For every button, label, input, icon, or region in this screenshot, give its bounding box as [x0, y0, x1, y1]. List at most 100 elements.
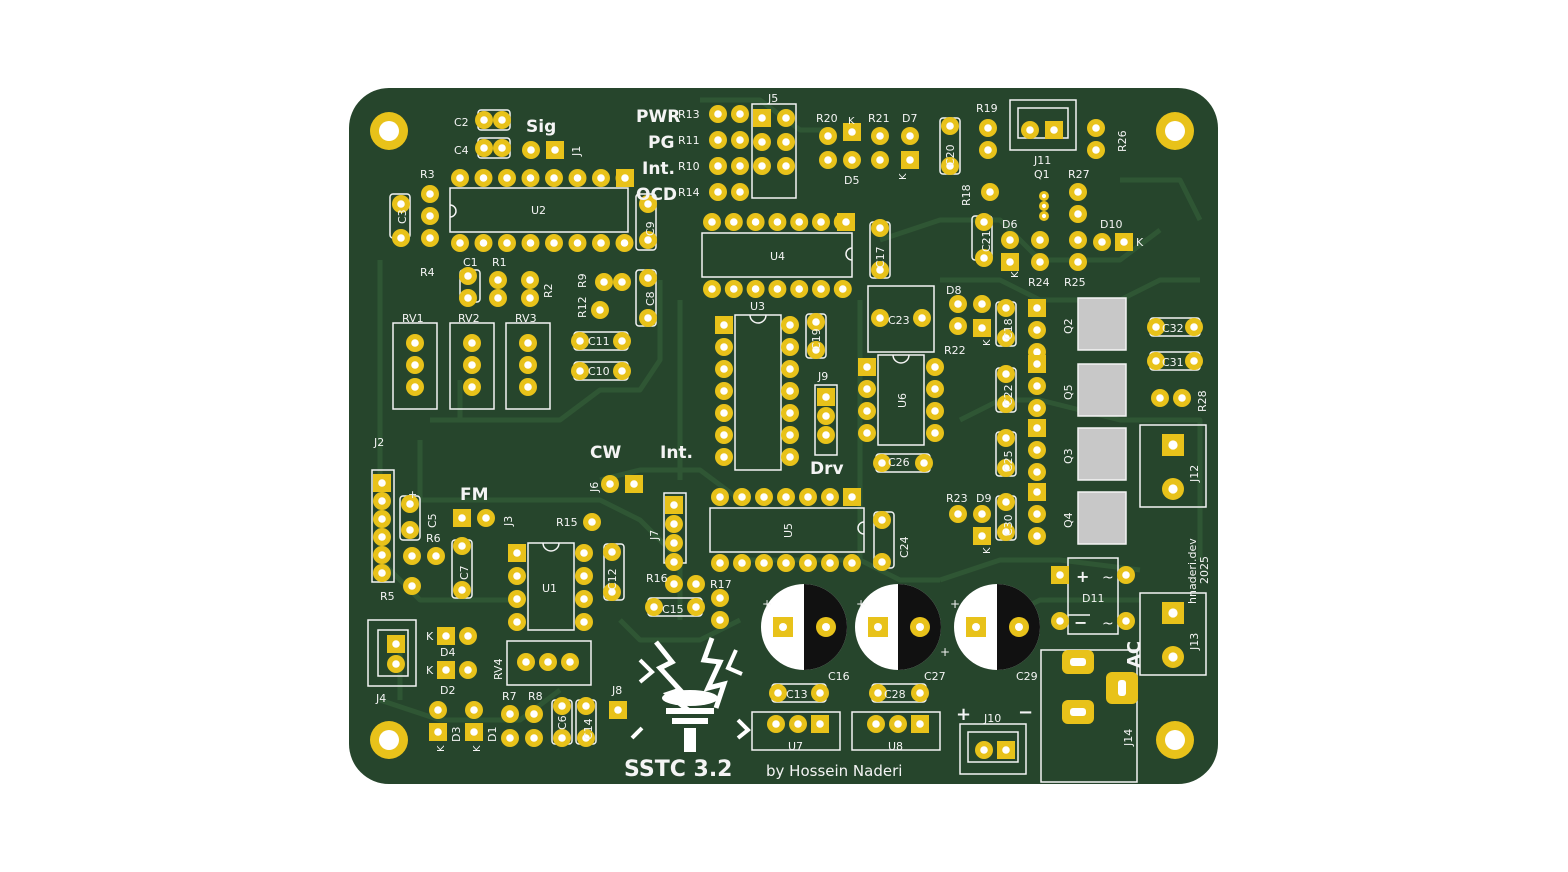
- pad: [901, 151, 919, 169]
- pad: [1147, 352, 1165, 370]
- pad: [1117, 566, 1135, 584]
- label-refs-r20: R20: [816, 112, 838, 125]
- pad: [997, 741, 1015, 759]
- pad: [1028, 527, 1046, 545]
- label-refs-u5: U5: [782, 523, 795, 538]
- pad: [613, 273, 631, 291]
- pad: [1162, 478, 1184, 500]
- pad: [639, 195, 657, 213]
- label-refs-j4: J4: [375, 692, 386, 705]
- pad: [577, 729, 595, 747]
- label-refs-c27: C27: [924, 670, 946, 683]
- label-labels-k: K: [426, 664, 434, 677]
- label-labels-k: K: [1136, 236, 1144, 249]
- pad: [926, 424, 944, 442]
- pad: [715, 360, 733, 378]
- label-refs-q3: Q3: [1062, 448, 1075, 464]
- pad: [837, 213, 855, 231]
- pad: [926, 402, 944, 420]
- pad: [781, 404, 799, 422]
- label-refs-d4: D4: [440, 646, 455, 659]
- label-refs-c20: C20: [944, 144, 957, 166]
- pad: [1021, 121, 1039, 139]
- label-refs-u6: U6: [896, 393, 909, 408]
- pad: [571, 332, 589, 350]
- pad: [789, 715, 807, 733]
- pad: [781, 382, 799, 400]
- label-refs-r16: R16: [646, 572, 668, 585]
- pad: [453, 537, 471, 555]
- pad: [429, 701, 447, 719]
- pad: [731, 131, 749, 149]
- pad: [665, 575, 683, 593]
- pad: [769, 684, 787, 702]
- pad: [575, 567, 593, 585]
- pad: [406, 356, 424, 374]
- pad: [401, 495, 419, 513]
- label-labels-minus: −: [1074, 613, 1087, 632]
- label-refs-u1: U1: [542, 582, 557, 595]
- pad: [553, 697, 571, 715]
- pad: [768, 213, 787, 231]
- pad: [639, 231, 657, 249]
- label-board-site: hnaderi.dev: [1186, 538, 1199, 604]
- label-refs-c8: C8: [644, 291, 657, 306]
- pad: [755, 488, 773, 506]
- pad: [521, 234, 540, 252]
- pad: [453, 581, 471, 599]
- pad: [777, 133, 795, 151]
- pad: [453, 509, 471, 527]
- label-refs-c17: C17: [874, 246, 887, 268]
- pad: [1093, 233, 1111, 251]
- pad: [474, 169, 493, 187]
- pad: [858, 358, 876, 376]
- pad: [613, 362, 631, 380]
- pad: [799, 488, 817, 506]
- label-labels-pwr: PWR: [636, 107, 680, 127]
- pad: [545, 234, 563, 252]
- label-refs-c12: C12: [606, 568, 619, 590]
- label-labels-int2: Int.: [660, 443, 693, 463]
- pad: [807, 313, 825, 331]
- pad: [561, 653, 579, 671]
- pad: [625, 475, 643, 493]
- pad: [489, 289, 507, 307]
- label-refs-rv2: RV2: [458, 312, 480, 325]
- pad: [941, 117, 959, 135]
- pad: [1162, 602, 1184, 624]
- pad: [392, 229, 410, 247]
- pad: [715, 426, 733, 444]
- label-refs-j9: J9: [817, 370, 828, 383]
- pad: [1028, 377, 1046, 395]
- pad: [1115, 233, 1133, 251]
- label-board-year: 2025: [1198, 556, 1211, 584]
- label-refs-u2: U2: [531, 204, 546, 217]
- pad: [709, 131, 727, 149]
- pad: [821, 554, 839, 572]
- label-refs-q4: Q4: [1062, 512, 1075, 528]
- pad: [387, 655, 405, 673]
- label-labels-plus: +: [1076, 567, 1089, 586]
- label-refs-d8: D8: [946, 284, 961, 297]
- pad: [811, 715, 829, 733]
- pad: [1028, 483, 1046, 501]
- pad: [451, 169, 469, 187]
- label-refs-j7: J7: [648, 530, 661, 541]
- pad: [711, 488, 729, 506]
- pad: [645, 598, 663, 616]
- pad: [603, 543, 621, 561]
- pad: [616, 169, 634, 187]
- pad: [869, 684, 887, 702]
- pad: [812, 213, 830, 231]
- label-refs-q2: Q2: [1062, 318, 1075, 334]
- pad: [592, 234, 610, 252]
- pad: [493, 139, 511, 157]
- pad: [665, 553, 683, 571]
- pad: [406, 334, 424, 352]
- pad: [489, 271, 507, 289]
- label-refs-c23: C23: [888, 314, 910, 327]
- pad: [545, 169, 563, 187]
- label-refs-r2: R2: [542, 283, 555, 298]
- pad: [709, 157, 727, 175]
- pad: [519, 356, 537, 374]
